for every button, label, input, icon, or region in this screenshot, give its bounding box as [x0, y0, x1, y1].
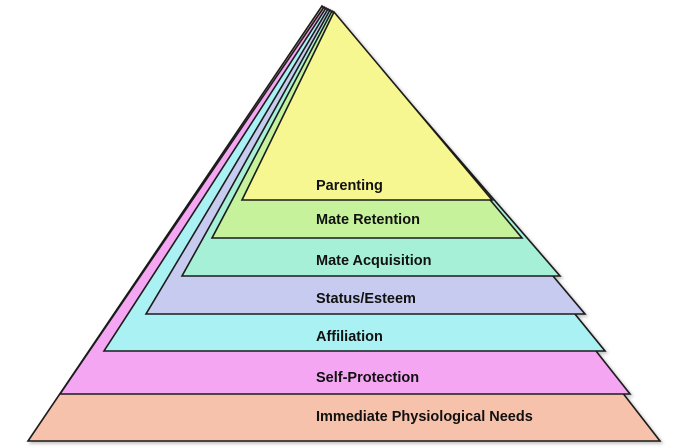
pyramid-labels: Immediate Physiological Needs Self-Protec…: [316, 178, 533, 425]
layer-label-4: Mate Acquisition: [316, 253, 431, 269]
layer-label-5: Mate Retention: [316, 212, 420, 228]
layer-label-2: Affiliation: [316, 329, 383, 345]
layer-label-6: Parenting: [316, 178, 383, 194]
layer-label-0: Immediate Physiological Needs: [316, 409, 533, 425]
layer-label-1: Self-Protection: [316, 370, 419, 386]
layer-label-3: Status/Esteem: [316, 291, 416, 307]
layer-shape-6: [240, 10, 494, 201]
pyramid-layers: [26, 4, 662, 442]
